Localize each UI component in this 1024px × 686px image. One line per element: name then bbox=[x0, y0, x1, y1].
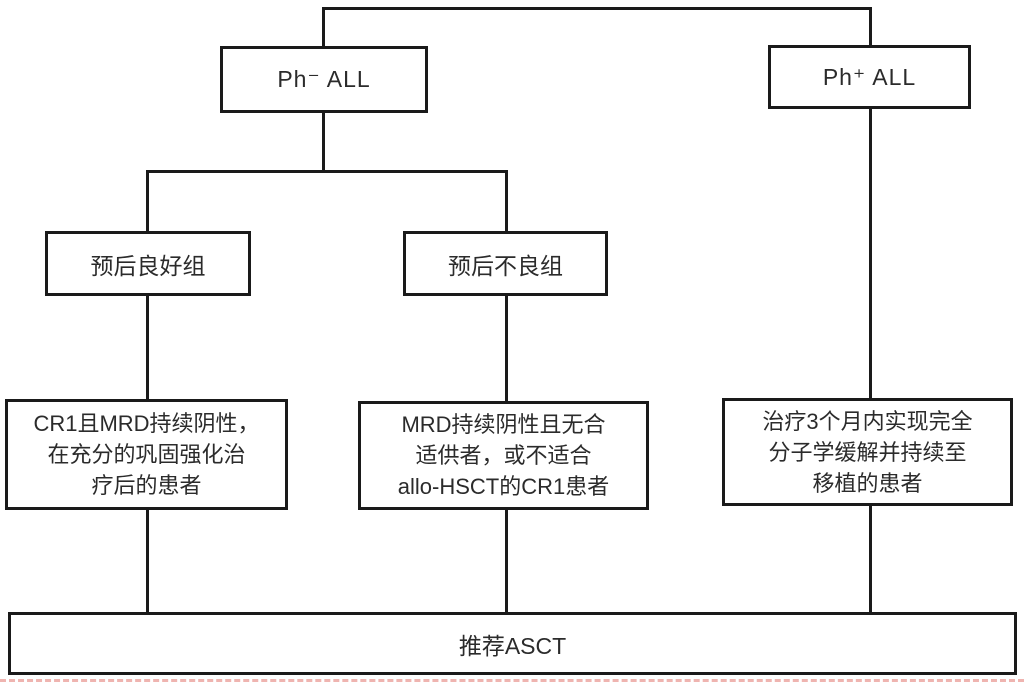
connector-poor-down bbox=[505, 296, 508, 401]
connector-poor-criteria-down bbox=[505, 510, 508, 612]
node-poor-prognosis-criteria: MRD持续阴性且无合 适供者，或不适合 allo-HSCT的CR1患者 bbox=[358, 401, 649, 510]
node-ph-positive-criteria: 治疗3个月内实现完全 分子学缓解并持续至 移植的患者 bbox=[722, 398, 1013, 506]
connector-branch-left-vertical bbox=[146, 170, 149, 231]
node-poor-prognosis-group: 预后不良组 bbox=[403, 231, 608, 296]
connector-phneg-down bbox=[322, 113, 325, 171]
node-good-prognosis-criteria: CR1且MRD持续阴性， 在充分的巩固强化治 疗后的患者 bbox=[5, 399, 288, 510]
connector-good-criteria-down bbox=[146, 510, 149, 612]
node-good-prognosis-group: 预后良好组 bbox=[45, 231, 251, 296]
bottom-dashed-separator bbox=[0, 679, 1024, 682]
connector-good-down bbox=[146, 296, 149, 399]
node-recommend-asct: 推荐ASCT bbox=[8, 612, 1017, 675]
connector-top-horizontal bbox=[322, 7, 872, 10]
connector-top-left-vertical bbox=[322, 7, 325, 46]
connector-branch-right-vertical bbox=[505, 170, 508, 231]
connector-phpos-down bbox=[869, 109, 872, 398]
connector-branch-horizontal bbox=[146, 170, 508, 173]
connector-phpos-criteria-down bbox=[869, 506, 872, 612]
connector-top-right-vertical bbox=[869, 7, 872, 45]
node-ph-positive-all: Ph⁺ ALL bbox=[768, 45, 971, 109]
node-ph-negative-all: Ph⁻ ALL bbox=[220, 46, 428, 113]
